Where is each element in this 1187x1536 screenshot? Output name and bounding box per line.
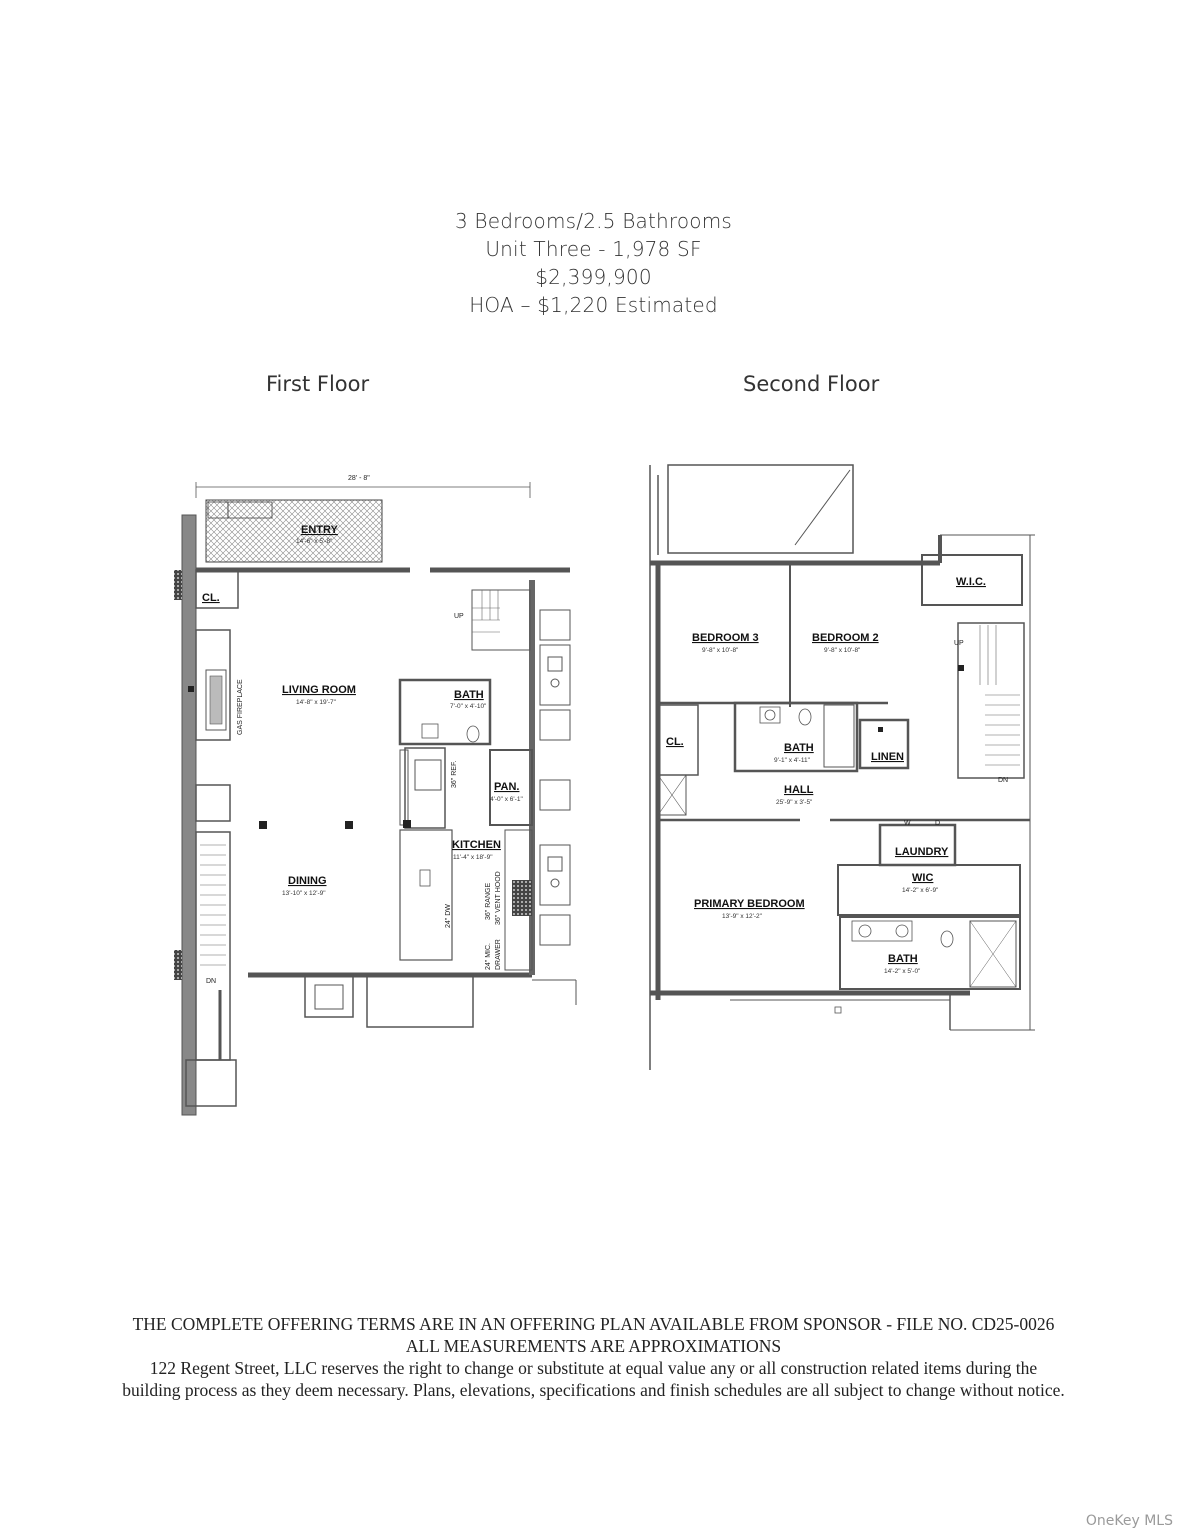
entry-label: ENTRY xyxy=(301,524,339,536)
disclaimer: THE COMPLETE OFFERING TERMS ARE IN AN OF… xyxy=(0,1313,1187,1401)
second-bath-label: BATH xyxy=(784,742,814,754)
gas-fireplace-label: GAS FIREPLACE xyxy=(237,679,244,735)
disclaimer-line-4: building process as they deem necessary.… xyxy=(122,1380,1065,1400)
disclaimer-line-3: 122 Regent Street, LLC reserves the righ… xyxy=(149,1358,1038,1378)
second-closet-label: CL. xyxy=(666,736,684,748)
unit-size: Unit Three - 1,978 SF xyxy=(485,237,702,261)
laundry-label: LAUNDRY xyxy=(895,846,949,858)
bedroom3-dim: 9'-8" x 10'-8" xyxy=(702,647,739,654)
watermark: OneKey MLS xyxy=(1085,1513,1173,1529)
hall-label: HALL xyxy=(784,784,814,796)
drawer-label: DRAWER xyxy=(495,939,502,970)
living-room-dim: 14'-8" x 19'-7" xyxy=(296,699,337,706)
kitchen-label: KITCHEN xyxy=(452,839,501,851)
entry-dim: 14'-6" x 5'-8" xyxy=(296,538,333,545)
first-dn-label: DN xyxy=(206,978,216,985)
living-room-label: LIVING ROOM xyxy=(282,684,356,696)
entry-area xyxy=(205,499,383,563)
first-closet-label: CL. xyxy=(202,592,220,604)
second-bath-dim: 9'-1" x 4'-11" xyxy=(774,757,811,764)
overall-width-label: 28' - 8" xyxy=(348,475,370,482)
listing-summary: 3 Bedrooms/2.5 Bathrooms Unit Three - 1,… xyxy=(0,207,1187,319)
hall-dim: 25'-9" x 3'-5" xyxy=(776,799,813,806)
first-floor-title: First Floor xyxy=(266,372,370,396)
second-up-label: UP xyxy=(954,640,964,647)
mic-label: 24" MIC. xyxy=(485,943,492,970)
primary-bedroom-label: PRIMARY BEDROOM xyxy=(694,898,805,910)
price: $2,399,900 xyxy=(535,265,652,289)
ref-label: 36" REF. xyxy=(451,761,458,788)
wic-top-label: W.I.C. xyxy=(956,576,986,588)
dryer-label: D xyxy=(935,820,940,827)
wic-dim: 14'-2" x 6'-9" xyxy=(902,887,939,894)
wic-label: WIC xyxy=(912,872,933,884)
disclaimer-line-1: THE COMPLETE OFFERING TERMS ARE IN AN OF… xyxy=(132,1314,1055,1334)
bedroom2-label: BEDROOM 2 xyxy=(812,632,879,644)
dining-dim: 13'-10" x 12'-9" xyxy=(282,890,326,897)
primary-bath-dim: 14'-2" x 5'-0" xyxy=(884,968,921,975)
pantry-dim: 4'-0" x 6'-1" xyxy=(490,796,523,803)
primary-bedroom-dim: 13'-9" x 12'-2" xyxy=(722,913,763,920)
second-floor-plan: W.I.C. BEDROOM 3 9'-8" x 10'-8" BEDROOM … xyxy=(649,464,1035,1070)
range-label: 36" RANGE xyxy=(485,883,492,920)
first-bath-label: BATH xyxy=(454,689,484,701)
primary-bath-label: BATH xyxy=(888,953,918,965)
pantry-label: PAN. xyxy=(494,781,519,793)
disclaimer-line-2: ALL MEASUREMENTS ARE APPROXIMATIONS xyxy=(405,1336,782,1356)
linen-label: LINEN xyxy=(871,751,904,763)
first-up-label: UP xyxy=(454,613,464,620)
kitchen-dim: 11'-4" x 18'-9" xyxy=(453,854,493,861)
washer-label: W xyxy=(904,820,911,827)
second-floor-title: Second Floor xyxy=(743,372,880,396)
dining-label: DINING xyxy=(288,875,327,887)
left-party-wall xyxy=(181,514,197,1116)
second-dn-label: DN xyxy=(998,777,1008,784)
bedroom3-label: BEDROOM 3 xyxy=(692,632,759,644)
vent-hood-label: 36" VENT HOOD xyxy=(495,871,502,925)
dw-label: 24" DW xyxy=(445,904,452,928)
bedroom2-dim: 9'-8" x 10'-8" xyxy=(824,647,861,654)
first-bath-dim: 7'-0" x 4'-10" xyxy=(450,703,487,710)
hoa-fee: HOA – $1,220 Estimated xyxy=(469,293,718,317)
bed-bath-count: 3 Bedrooms/2.5 Bathrooms xyxy=(454,209,733,233)
first-floor-plan: 28' - 8" ENTRY 14'-6" x 5'-8" CL. GAS FI… xyxy=(174,475,577,1116)
